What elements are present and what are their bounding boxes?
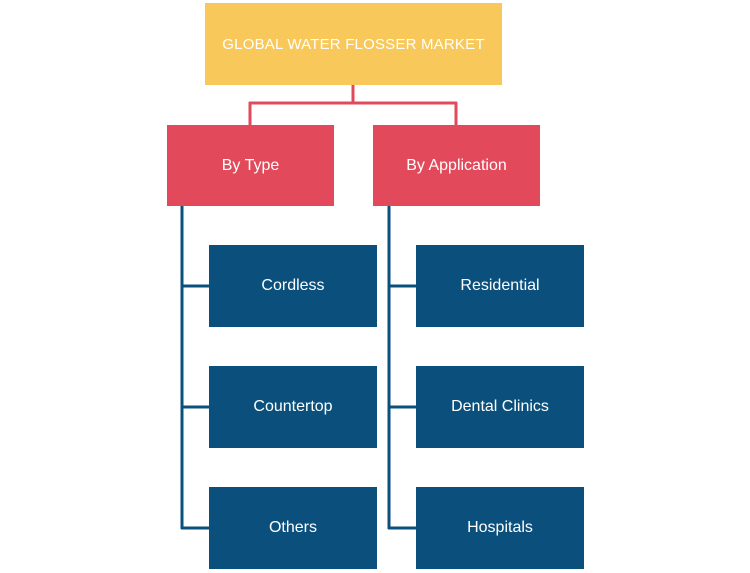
category-node-application: By Application xyxy=(373,125,540,206)
leaf-node-dental-clinics: Dental Clinics xyxy=(416,366,584,448)
application-branch-connector xyxy=(387,206,416,530)
leaf-node-label: Cordless xyxy=(261,277,325,294)
type-branch-connector xyxy=(180,206,209,530)
root-connector xyxy=(248,85,458,125)
leaf-node-residential: Residential xyxy=(416,245,584,327)
leaf-node-others: Others xyxy=(209,487,377,569)
leaf-node-hospitals: Hospitals xyxy=(416,487,584,569)
leaf-node-label: Residential xyxy=(460,277,540,294)
category-node-label: By Type xyxy=(221,156,280,174)
leaf-node-countertop: Countertop xyxy=(209,366,377,448)
leaf-node-label: Dental Clinics xyxy=(451,398,549,415)
leaf-node-label: Countertop xyxy=(253,398,333,415)
root-node: GLOBAL WATER FLOSSER MARKET xyxy=(205,3,502,85)
category-node-type: By Type xyxy=(167,125,334,206)
category-node-label: By Application xyxy=(406,156,507,174)
root-node-label: GLOBAL WATER FLOSSER MARKET xyxy=(222,35,485,53)
leaf-node-label: Hospitals xyxy=(467,519,533,536)
leaf-node-cordless: Cordless xyxy=(209,245,377,327)
leaf-node-label: Others xyxy=(268,519,317,536)
